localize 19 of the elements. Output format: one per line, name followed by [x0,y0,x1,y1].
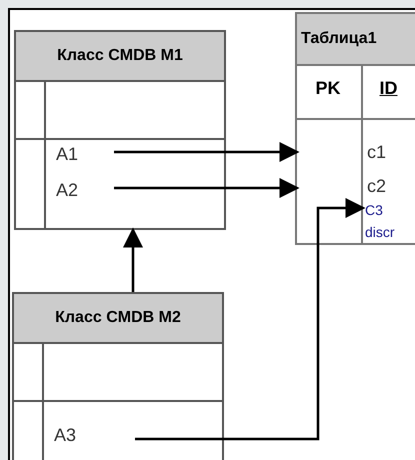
arrow [114,178,300,198]
arrow [135,198,366,440]
column-header: PK [314,76,342,100]
class-box [14,30,226,230]
table-box [295,12,415,245]
attribute-text: A3 [52,422,137,448]
column-text: discr [365,222,410,242]
arrow [114,142,300,162]
class-box [12,292,224,460]
column-text: c1 [299,140,409,164]
table-title: Таблица1 [301,29,377,49]
column-text: c2 [299,174,409,198]
attribute-text: A1 [54,142,116,166]
class-title: Класс CMDB M2 [55,308,181,328]
attribute-text: A2 [54,178,116,202]
class-title: Класс CMDB M1 [57,46,183,66]
arrow [123,228,143,292]
column-text: C3 [365,200,410,220]
column-header: ID [378,76,398,100]
